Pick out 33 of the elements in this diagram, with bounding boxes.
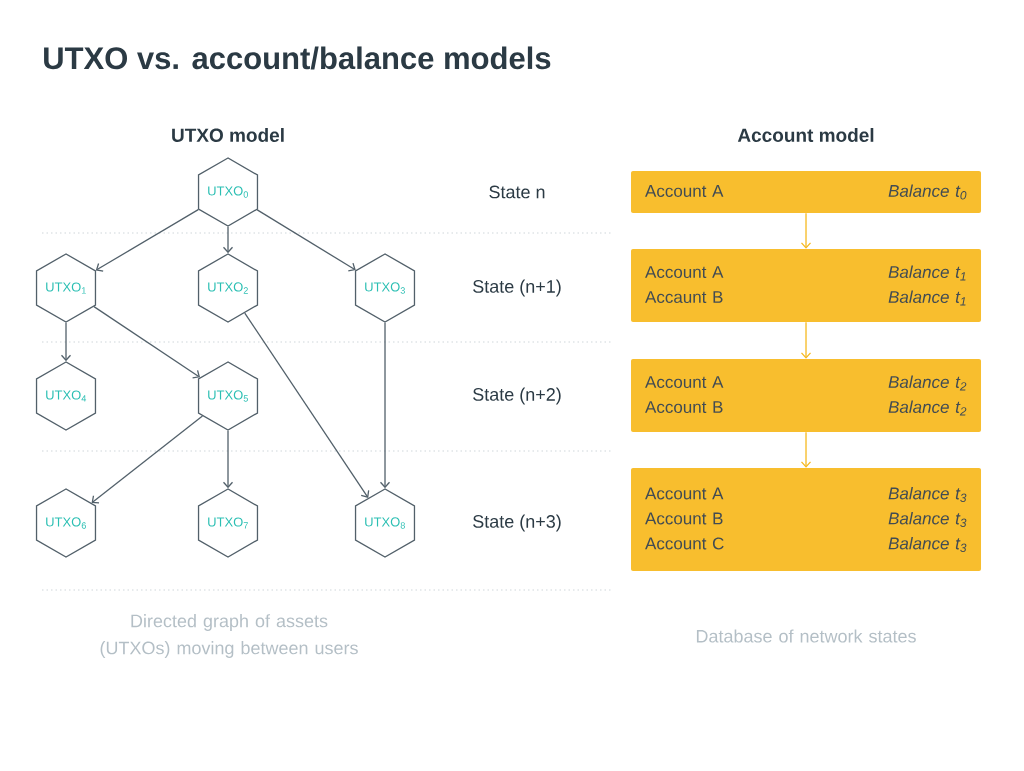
state-label: State (n+2) [473,387,561,405]
caption: Directed graph of assets (UTXOs) moving between users [100,614,358,658]
title: UTXO vs. account/balance models [44,46,551,70]
state-label: State n [489,185,545,199]
arrow [800,321,812,359]
hexagon-node: UTXO$_{3}$ [354,253,416,323]
arrow [800,212,812,249]
arrow [244,312,370,498]
hexagon-node: UTXO$_{2}$ [197,253,259,323]
hexagon-node: UTXO$_{7}$ [197,488,259,558]
arrow [93,306,201,379]
hexagon-node: UTXO$_{4}$ [35,361,97,431]
account-box: Account A Balance t$_{3}$ Account B Balance t$_{3}$ Account C Balance t$_{3}$ [631,468,981,571]
caption: Database of network states [696,629,916,643]
arrow [60,322,72,362]
arrow [222,430,234,489]
state-label: State (n+1) [473,279,561,297]
account-box: Account A Balance t$_{1}$ Accaunt B Balance t$_{1}$ [631,249,981,322]
hexagon-node: UTXO$_{6}$ [35,488,97,558]
arrow [256,209,356,272]
hexagon-node: UTXO$_{0}$ [197,157,259,227]
hexagon-node: UTXO$_{1}$ [35,253,97,323]
state-label: State (n+3) [473,514,561,532]
arrow [91,415,204,504]
hexagon-node: UTXO$_{5}$ [197,361,259,431]
arrow [379,322,391,489]
arrow [222,226,234,254]
section-heading: Account model [737,128,874,142]
arrow [95,208,199,272]
account-box: Account A Balance t$_{0}$ [631,171,981,213]
hexagon-node: UTXO$_{8}$ [354,488,416,558]
account-box: Account A Balance t$_{2}$ Account B Balance t$_{2}$ [631,359,981,432]
arrow [800,431,812,468]
